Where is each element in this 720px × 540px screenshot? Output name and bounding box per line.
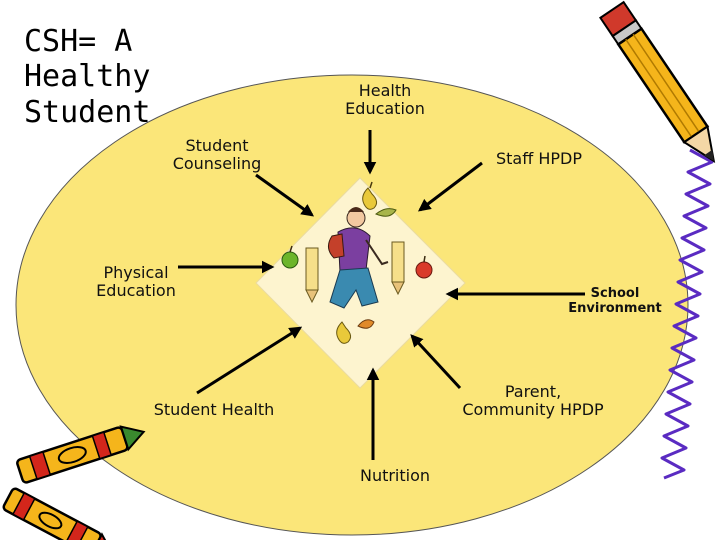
label-student-counseling: Student Counseling (172, 136, 262, 173)
label-health-education: Health Education (345, 81, 425, 118)
pencil-icon (391, 241, 405, 296)
student-figure-icon (328, 207, 389, 309)
apple-icon (281, 245, 299, 269)
center-student-image (255, 177, 466, 389)
arrow-student-counseling (255, 173, 315, 217)
label-physical-education: Physical Education (96, 263, 176, 300)
label-school-environment: School Environment (568, 286, 662, 316)
label-nutrition: Nutrition (359, 466, 431, 485)
leaf-icon (357, 319, 375, 329)
pear-icon (362, 181, 378, 210)
label-parent-community: Parent, Community HPDP (462, 382, 604, 419)
apple-icon (415, 255, 433, 279)
pencil-icon (305, 247, 319, 304)
slide-title: CSH= A Healthy Student (24, 24, 151, 130)
arrow-staff-hpdp (417, 161, 483, 212)
pear-icon (336, 321, 352, 344)
arrow-parent-community (410, 334, 462, 390)
label-student-health: Student Health (153, 400, 275, 419)
squiggle-border (660, 148, 714, 480)
label-staff-hpdp: Staff HPDP (496, 149, 582, 168)
leaf-icon (375, 208, 397, 217)
pencil-clipart (599, 0, 716, 163)
crayons-clipart (2, 425, 146, 540)
arrow-student-health (196, 326, 303, 395)
